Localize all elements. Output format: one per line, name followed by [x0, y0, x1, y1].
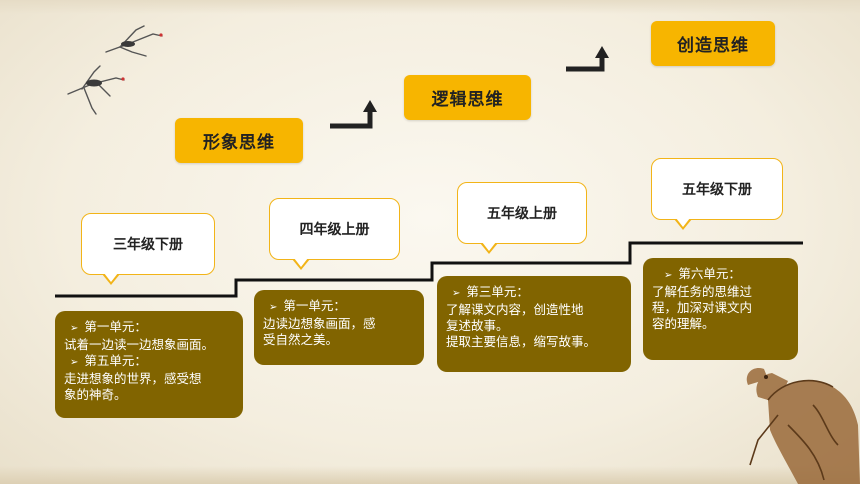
unit-text: 了解课文内容，创造性地 — [446, 302, 584, 317]
paper-edge-bottom — [0, 466, 860, 484]
unit-title: 第一单元： — [64, 319, 235, 337]
unit-title: 第六单元： — [652, 266, 790, 284]
grade-label: 三年级下册 — [113, 237, 183, 253]
grade-label: 四年级上册 — [299, 222, 370, 238]
bubble-tail — [102, 273, 120, 285]
grade-bubble-g3-lower: 三年级下册 — [81, 213, 215, 285]
unit-text: 象的神奇。 — [64, 387, 127, 402]
bubble-tail — [480, 242, 498, 254]
logical-thinking-label: 逻辑思维 — [404, 75, 531, 120]
unit-title: 第一单元： — [263, 298, 416, 316]
bubble-tail — [674, 218, 692, 230]
unit-text: 容的理解。 — [652, 316, 715, 331]
unit-text: 边读边想象画面，感 — [263, 316, 376, 331]
bubble-tail — [292, 258, 310, 270]
horse-illustration — [746, 367, 860, 484]
unit-text: 走进想象的世界，感受想 — [64, 371, 202, 386]
unit-title: 第三单元： — [446, 284, 623, 302]
unit-text: 提取主要信息，缩写故事。 — [446, 334, 597, 349]
card-g5-upper: 第三单元： 了解课文内容，创造性地 复述故事。 提取主要信息，缩写故事。 — [437, 276, 631, 372]
grade-label: 五年级上册 — [487, 206, 557, 222]
unit-text: 复述故事。 — [446, 318, 509, 333]
grade-bubble-g5-upper: 五年级上册 — [457, 182, 587, 254]
card-g3-lower: 第一单元： 试着一边读一边想象画面。 第五单元： 走进想象的世界，感受想 象的神… — [55, 311, 243, 418]
cranes-illustration — [67, 25, 163, 115]
paper-edge-top — [0, 0, 860, 14]
unit-text: 受自然之美。 — [263, 332, 339, 347]
unit-text: 程，加深对课文内 — [652, 300, 753, 315]
grade-bubble-g4-upper: 四年级上册 — [269, 198, 400, 270]
unit-title: 第五单元： — [64, 353, 235, 371]
unit-text: 试着一边读一边想象画面。 — [64, 337, 215, 352]
card-g4-upper: 第一单元： 边读边想象画面，感 受自然之美。 — [254, 290, 424, 365]
grade-label: 五年级下册 — [682, 182, 752, 198]
visual-thinking-label: 形象思维 — [175, 118, 303, 163]
grade-bubble-g5-lower: 五年级下册 — [651, 158, 783, 230]
card-g5-lower: 第六单元： 了解任务的思维过 程，加深对课文内 容的理解。 — [643, 258, 798, 360]
unit-text: 了解任务的思维过 — [652, 284, 753, 299]
creative-thinking-label: 创造思维 — [651, 21, 775, 66]
